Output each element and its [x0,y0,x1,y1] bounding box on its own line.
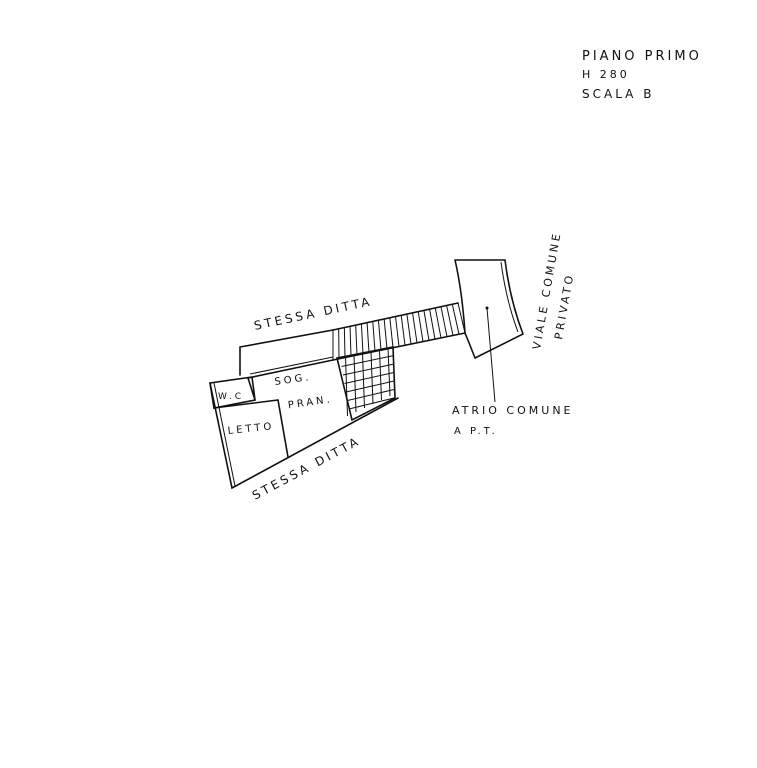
stair-tread [451,304,460,335]
stair-tread [434,307,442,339]
grid-line [341,355,395,367]
stair-tread [355,325,358,356]
stair-tread [360,323,364,354]
soggiorno-label: SOG. [274,372,312,388]
stair-tread [406,313,412,345]
stair-tread [366,322,370,353]
stair-label: SCALA B [582,87,654,101]
atrio-label-line2: A P.T. [454,426,498,437]
grid-line [345,356,348,417]
atrio-comune [454,259,525,403]
stair-tread [400,315,406,346]
grid-line [345,380,395,393]
wc-label: W.C [218,392,244,402]
letto-label: LETTO [227,421,275,437]
landing-grid [336,346,396,422]
stair-tread [417,311,424,342]
stair-tread [429,309,436,340]
rooms [209,376,399,490]
pranzo-label: PRAN. [287,394,333,411]
stair-tread [389,317,394,348]
stair-tread [343,327,346,358]
neighbor-bottom-label: STESSA DITTA [250,434,363,503]
stair-tread [383,318,388,350]
privato-label: PRIVATO [552,272,577,341]
grid-line [353,354,357,413]
grid-line [344,372,395,384]
stair-tread [395,316,400,347]
grid-line [348,397,395,410]
stair-tread [440,306,448,337]
grid-line [347,389,395,401]
corridor-band [239,329,334,379]
grid-line [342,363,395,376]
title-block: PIANO PRIMO H 280 SCALA B [582,49,702,101]
grid-line [387,348,391,397]
atrio-label-line1: ATRIO COMUNE [452,404,574,417]
stair-tread [349,326,352,357]
stair-tread [377,320,382,351]
floor-label: PIANO PRIMO [582,49,702,64]
staircase [332,302,466,361]
stair-tread [412,312,418,343]
stair-tread [372,321,376,352]
stair-tread [446,305,454,336]
height-label: H 280 [582,68,630,81]
stair-tread [423,310,430,341]
